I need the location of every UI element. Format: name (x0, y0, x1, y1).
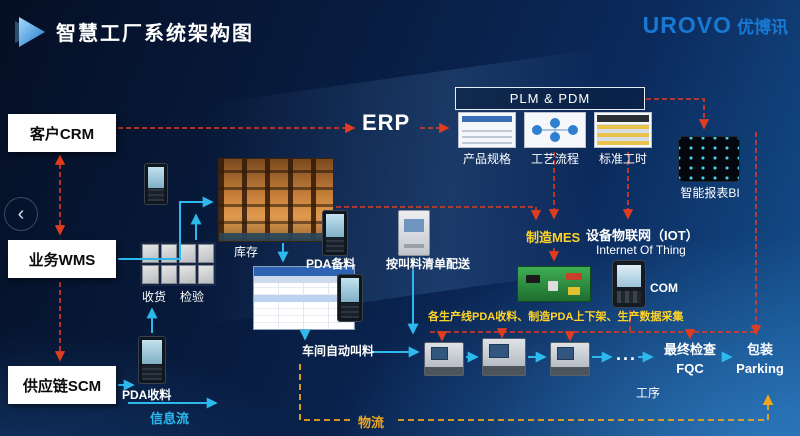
device-buttons (617, 291, 641, 303)
label-ellipsis: ... (616, 344, 638, 364)
flowchart-graphic (532, 118, 578, 142)
carton-label-area (404, 219, 424, 232)
production-note: 各生产线PDA收料、制造PDA上下架、生产数据采集 (428, 311, 684, 323)
workshop-pda-image (337, 274, 363, 322)
machine-window (489, 344, 509, 358)
pda-device-image (144, 163, 168, 205)
label-fqc-cn: 最终检查 (663, 342, 716, 357)
node-final-inspection: 最终检查 FQC (656, 340, 724, 378)
chip (526, 275, 540, 283)
process-flow-image (524, 112, 586, 148)
logo-text-cn: 优博讯 (737, 18, 788, 37)
machine-window (430, 347, 449, 360)
pda-screen (326, 214, 344, 237)
selected-row (254, 295, 354, 302)
label-pda-receiving: PDA收料 (122, 388, 172, 402)
pda-keys (142, 364, 162, 380)
product-spec-image (458, 112, 516, 148)
box (142, 265, 159, 284)
node-customer-crm: 客户CRM (8, 114, 116, 152)
label-process: 工序 (636, 386, 661, 400)
circuit-board-image (517, 266, 591, 302)
pda-keys (326, 237, 344, 252)
back-arrow-button[interactable]: ‹ (4, 197, 38, 231)
machine-base (551, 366, 589, 375)
pda-keys (148, 188, 164, 201)
label-fqc-en: FQC (676, 361, 704, 376)
machine-image (424, 342, 464, 376)
machine-image (482, 338, 526, 376)
label-inspection: 检验 (180, 290, 205, 304)
cargo-boxes-image (140, 242, 216, 286)
box (160, 265, 177, 284)
label-process-flow: 工艺流程 (530, 152, 579, 166)
machine-image (550, 342, 590, 376)
chip (568, 287, 580, 295)
label-pda-prepare: PDA备料 (306, 257, 356, 271)
node-business-wms: 业务WMS (8, 240, 116, 278)
spec-header-bar (462, 116, 512, 122)
label-packing-cn: 包装 (746, 342, 773, 357)
warehouse-image (218, 158, 334, 242)
com-device-image (612, 260, 646, 308)
pda-keys (341, 302, 359, 318)
device-screen (617, 265, 641, 287)
pda-prepare-image (322, 210, 348, 256)
logo-text-en: UROVO (642, 12, 732, 38)
box (197, 244, 214, 263)
label-packing-en: Parking (736, 361, 784, 376)
carton-stripe (404, 244, 424, 248)
label-receiving: 收货 (142, 290, 167, 304)
machine-base (483, 365, 525, 375)
page-title: 智慧工厂系统架构图 (56, 23, 254, 45)
box (197, 265, 214, 284)
chip (566, 273, 582, 280)
box (142, 244, 159, 263)
label-com: COM (650, 281, 678, 295)
bi-keypad-image (678, 136, 740, 182)
delivery-carton-image (398, 210, 430, 256)
spec-text-lines (462, 126, 512, 144)
node-iot-en: Internet Of Thing (596, 243, 686, 257)
label-delivery-by-list: 按叫料清单配送 (385, 257, 470, 271)
legend-info-flow: 信息流 (150, 411, 190, 426)
pda-receiving-image (138, 336, 166, 384)
label-inventory: 库存 (234, 245, 259, 259)
pda-screen (148, 167, 164, 188)
machine-window (556, 347, 575, 360)
label-product-spec: 产品规格 (462, 152, 511, 166)
node-packing: 包装 Parking (728, 340, 792, 378)
label-bi: 智能报表BI (680, 186, 740, 200)
label-standard-hours: 标准工时 (598, 152, 647, 166)
label-workshop-auto-call: 车间自动叫料 (302, 344, 375, 358)
pda-screen (341, 278, 359, 302)
hours-table-header (597, 115, 649, 122)
node-mes: 制造MES (526, 230, 581, 245)
pda-screen (142, 340, 162, 364)
node-plm-pdm: PLM & PDM (455, 87, 645, 110)
play-icon (15, 17, 45, 47)
chip (548, 281, 558, 291)
node-iot: 设备物联网（IOT） (586, 228, 699, 243)
hours-table-rows (597, 124, 649, 145)
legend-material-flow: 物流 (358, 415, 385, 430)
standard-hours-image (594, 112, 652, 148)
node-supply-chain-scm: 供应链SCM (8, 366, 116, 404)
machine-base (425, 366, 463, 375)
window-titlebar (254, 267, 354, 276)
urovo-logo: UROVO 优博讯 (643, 12, 788, 39)
table-header (254, 276, 354, 283)
box (179, 244, 196, 263)
node-erp: ERP (362, 110, 411, 135)
box (160, 244, 177, 263)
box (179, 265, 196, 284)
